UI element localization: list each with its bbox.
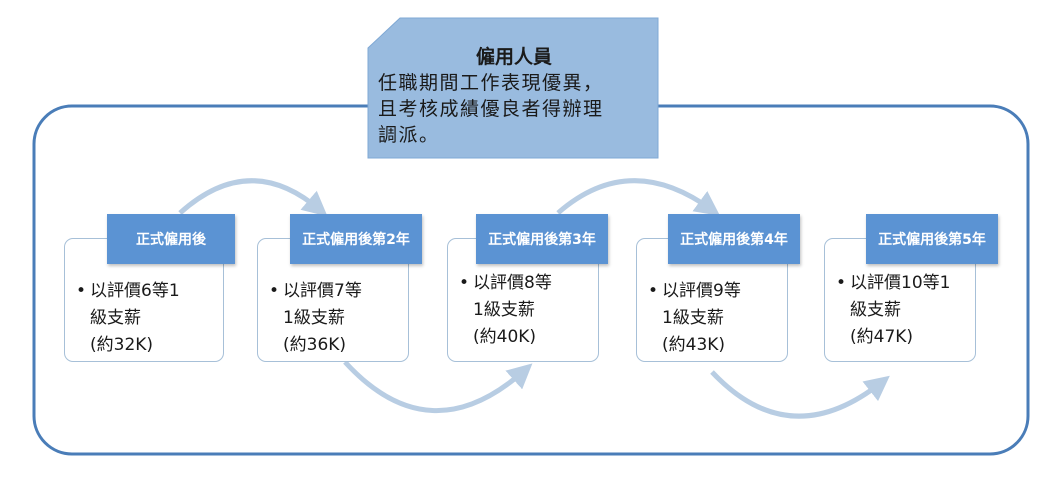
stage-line: 以評價9等: [662, 281, 741, 301]
arrow-2-to-3: [343, 360, 533, 413]
bullet: •: [648, 281, 659, 301]
bullet: •: [459, 273, 470, 293]
arrow-1-to-2: [178, 178, 328, 217]
stage-line: (約47K): [850, 327, 914, 347]
stage-header-3: 正式僱用後第3年: [476, 214, 608, 264]
stage-line: 1級支薪: [283, 308, 345, 328]
stage-line: (約32K): [90, 335, 154, 355]
bullet: •: [269, 281, 280, 301]
stage-line: (約40K): [473, 327, 537, 347]
stage-line: 以評價10等1: [850, 273, 951, 293]
stage-header-4: 正式僱用後第4年: [668, 214, 800, 264]
callout-shape: [367, 17, 659, 159]
stage-line: 以評價6等1: [90, 281, 180, 301]
stage-line: 級支薪: [850, 300, 901, 320]
bullet: •: [836, 273, 847, 293]
stage-line: 以評價7等: [283, 281, 362, 301]
stage-line: 1級支薪: [662, 308, 724, 328]
stage-line: (約43K): [662, 335, 726, 355]
callout-line: 調派。: [378, 124, 440, 146]
arrow-4-to-5: [710, 370, 890, 419]
callout: 僱用人員 任職期間工作表現優異， 且考核成績優良者得辦理 調派。: [374, 44, 654, 148]
stage-line: (約36K): [283, 335, 347, 355]
stage-header-1: 正式僱用後: [107, 214, 235, 264]
stage-body-4: • 以評價9等 1級支薪 (約43K): [648, 278, 786, 359]
callout-line: 任職期間工作表現優異，: [378, 72, 604, 94]
stage-body-3: • 以評價8等 1級支薪 (約40K): [459, 270, 597, 351]
bullet: •: [76, 281, 87, 301]
callout-line: 且考核成績優良者得辦理: [378, 98, 604, 120]
stage-body-5: • 以評價10等1 級支薪 (約47K): [836, 270, 976, 351]
callout-body: 任職期間工作表現優異， 且考核成績優良者得辦理 調派。: [374, 70, 654, 148]
stage-line: 1級支薪: [473, 300, 535, 320]
callout-title: 僱用人員: [475, 46, 552, 68]
stage-header-2: 正式僱用後第2年: [290, 214, 422, 264]
stage-body-1: • 以評價6等1 級支薪 (約32K): [76, 278, 221, 359]
arrow-3-to-4: [556, 178, 721, 216]
stage-body-2: • 以評價7等 1級支薪 (約36K): [269, 278, 407, 359]
stage-line: 級支薪: [90, 308, 141, 328]
stage-line: 以評價8等: [473, 273, 552, 293]
stage-header-5: 正式僱用後第5年: [866, 214, 998, 264]
